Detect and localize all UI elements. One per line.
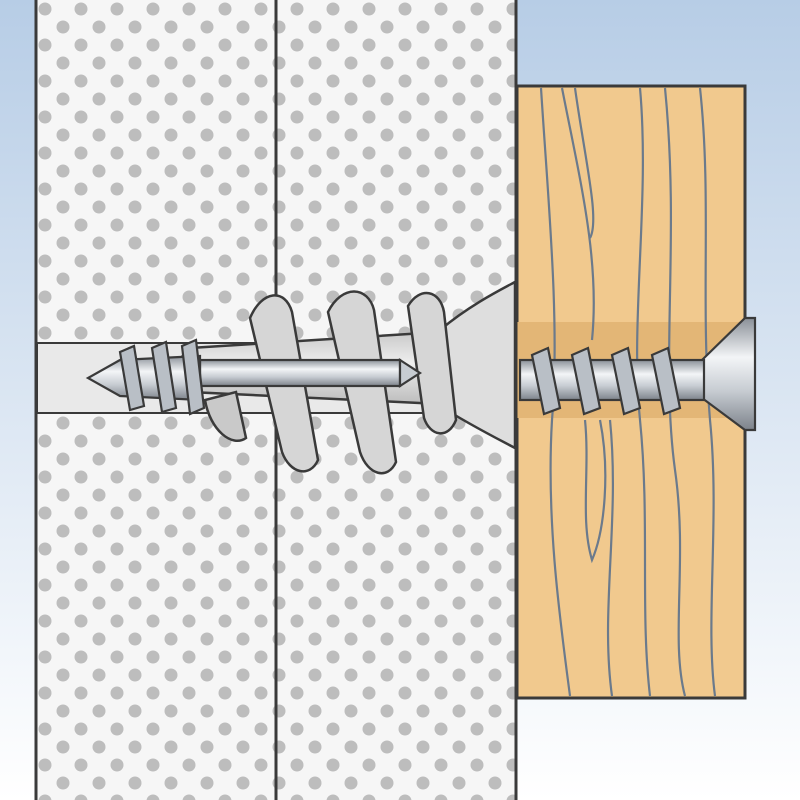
drywall-anchor: [168, 279, 517, 475]
screw-threads-tip: [118, 338, 206, 416]
wood-grain: [539, 87, 717, 697]
screw-threads-wood: [530, 346, 682, 416]
screw: [85, 316, 757, 432]
